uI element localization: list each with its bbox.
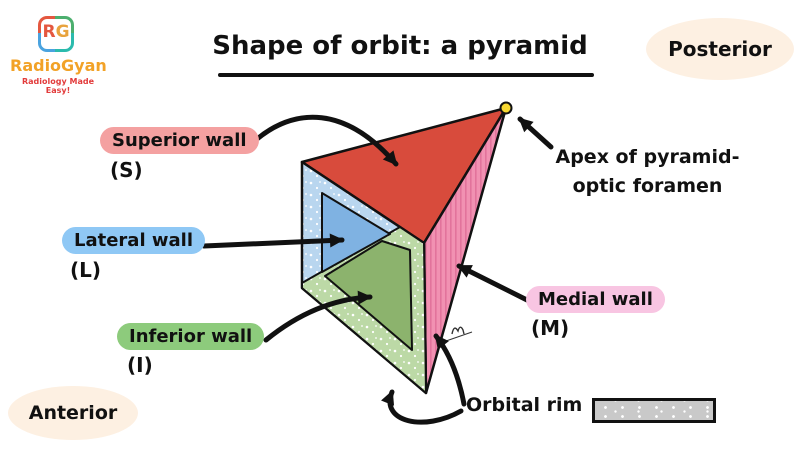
anterior-badge: Anterior	[8, 386, 138, 440]
inferior-wall-abbr: (I)	[127, 353, 153, 377]
title-underline	[218, 73, 594, 77]
medial-wall-arrow	[456, 263, 530, 303]
lateral-wall-label: Lateral wall	[62, 227, 206, 254]
lateral-wall-arrow	[201, 233, 345, 249]
superior-wall-label: Superior wall	[100, 127, 259, 154]
apex-annotation-line1: Apex of pyramid-	[555, 146, 740, 168]
logo-wordmark: RadioGyan	[10, 56, 107, 75]
orbital-rim-arrow-tip	[381, 389, 464, 425]
superior-wall-arrow	[254, 114, 399, 167]
medial-wall-abbr: (M)	[531, 316, 570, 340]
inferior-wall-arrow	[263, 290, 373, 343]
apex-annotation-line2: optic foramen	[572, 175, 723, 197]
page-title: Shape of orbit: a pyramid	[212, 31, 588, 61]
logo-corner-bottom-left	[38, 33, 57, 52]
posterior-badge: Posterior	[646, 18, 794, 80]
apex-annotation: Apex of pyramid- optic foramen	[540, 143, 755, 201]
superior-wall-abbr: (S)	[110, 158, 143, 182]
lateral-wall-abbr: (L)	[70, 258, 102, 282]
inferior-wall-label: Inferior wall	[117, 323, 265, 350]
logo-corner-bottom-right	[55, 33, 74, 52]
artist-signature	[445, 326, 473, 342]
logo-corner-top-right	[55, 16, 74, 35]
optic-foramen-point	[499, 101, 513, 115]
logo-frame-icon	[38, 16, 74, 52]
logo-letter-g: G	[55, 22, 70, 42]
orbital-rim-arrow-side	[433, 333, 467, 407]
medial-wall-label: Medial wall	[526, 286, 665, 313]
apex-arrow	[517, 116, 554, 150]
orbital-rim-label: Orbital rim	[466, 394, 583, 416]
lateral-wall-face	[321, 192, 391, 273]
orbital-rim-legend-swatch	[592, 398, 716, 423]
logo-tagline: Radiology Made Easy!	[22, 77, 94, 95]
logo-corner-top-left	[38, 16, 57, 35]
logo-monogram: RG	[38, 22, 74, 42]
logo-letter-r: R	[42, 22, 56, 42]
